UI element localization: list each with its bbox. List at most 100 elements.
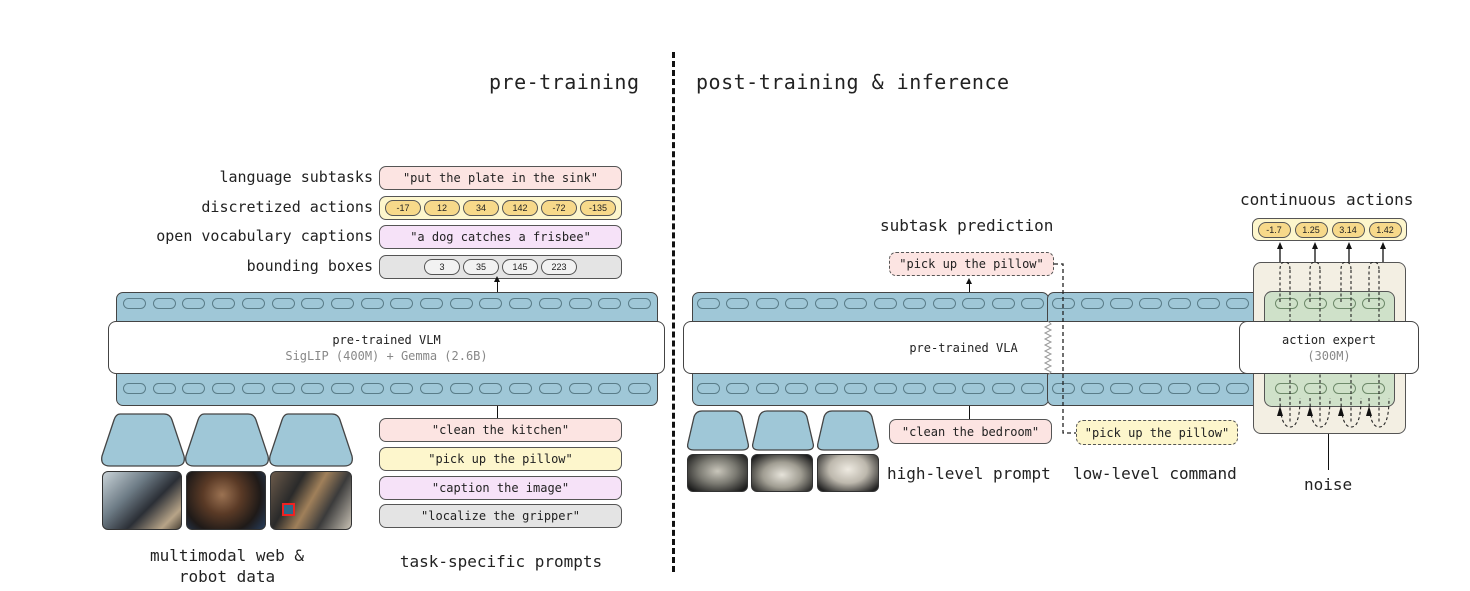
data-label-line-1: multimodal web & xyxy=(149,546,305,565)
token xyxy=(991,383,1015,394)
token xyxy=(241,298,265,309)
token xyxy=(903,383,927,394)
noise-connector xyxy=(1328,434,1330,470)
arrow-head-icon xyxy=(1277,406,1283,416)
token xyxy=(1197,383,1220,394)
token-chip: -72 xyxy=(541,199,577,216)
token xyxy=(844,298,868,309)
output-row-label: bounding boxes xyxy=(246,256,373,275)
token xyxy=(1139,298,1162,309)
token xyxy=(1168,383,1191,394)
token xyxy=(697,298,720,309)
token xyxy=(360,383,384,394)
output-row-label: language subtasks xyxy=(219,168,373,186)
token xyxy=(509,383,533,394)
prompts-label: task-specific prompts xyxy=(399,552,603,571)
token xyxy=(627,383,651,394)
continuous-value-chip: -1.7 xyxy=(1257,221,1291,238)
vlm-bottom-tokens xyxy=(123,383,651,394)
action-expert-subtitle: (300M) xyxy=(1307,348,1351,363)
flow-loops xyxy=(1277,262,1390,428)
prompt-connector xyxy=(497,406,499,419)
token xyxy=(873,298,897,309)
noise-label: noise xyxy=(1304,475,1353,494)
encoder-shape-3 xyxy=(269,413,353,467)
token xyxy=(755,298,779,309)
continuous-value-chip: 1.42 xyxy=(1368,221,1402,238)
token xyxy=(1304,383,1327,394)
token xyxy=(814,298,838,309)
output-row-label: open vocabulary captions xyxy=(156,227,373,245)
action-bottom-tokens xyxy=(1275,383,1385,394)
token xyxy=(1020,383,1044,394)
token xyxy=(1362,298,1385,309)
action-top-tokens xyxy=(1275,298,1385,309)
token xyxy=(301,298,325,309)
token xyxy=(697,383,720,394)
token xyxy=(991,298,1015,309)
arrow-head-icon xyxy=(1277,242,1283,249)
token xyxy=(598,298,622,309)
token xyxy=(301,383,325,394)
token xyxy=(568,298,592,309)
token xyxy=(479,383,503,394)
token xyxy=(1362,383,1385,394)
middle-bottom-tokens xyxy=(1052,383,1249,394)
attention-mask-separator xyxy=(1043,321,1053,375)
data-label: multimodal web & robot data xyxy=(100,545,354,587)
continuous-arrows xyxy=(1277,242,1386,262)
arrow-head-icon xyxy=(966,278,972,284)
token xyxy=(271,383,295,394)
image-encoders xyxy=(101,413,353,467)
encoder-shape-2 xyxy=(185,413,269,467)
arrow-head-icon xyxy=(1380,242,1386,249)
subtask-feedback-link xyxy=(1054,263,1077,434)
token xyxy=(568,383,592,394)
token xyxy=(962,383,986,394)
token-chip: -17 xyxy=(385,199,421,216)
token xyxy=(1333,298,1356,309)
arrow-head-icon xyxy=(1338,406,1344,416)
arrow-head-icon xyxy=(494,276,500,282)
arrow-head-icon xyxy=(1346,242,1352,249)
token xyxy=(755,383,779,394)
output-row-box: "a dog catches a frisbee" xyxy=(379,225,622,249)
token xyxy=(873,383,897,394)
token xyxy=(420,298,444,309)
token xyxy=(390,298,414,309)
token-chip: 34 xyxy=(463,199,499,216)
token xyxy=(1020,298,1044,309)
token-chip: 12 xyxy=(424,199,460,216)
vla-model-box: pre-trained VLA xyxy=(683,321,1263,374)
encoder-shape-1 xyxy=(101,413,185,467)
token xyxy=(1110,383,1133,394)
token xyxy=(903,298,927,309)
robot-image-1 xyxy=(102,471,182,530)
subtask-arrow xyxy=(969,281,971,292)
action-expert-name: action expert xyxy=(1282,332,1376,347)
arrow-head-icon xyxy=(1307,406,1313,416)
token xyxy=(390,383,414,394)
token xyxy=(330,383,354,394)
bedroom-image-3 xyxy=(817,454,879,492)
token xyxy=(1168,298,1191,309)
token xyxy=(509,298,533,309)
task-prompt: "localize the gripper" xyxy=(379,504,622,529)
token xyxy=(1197,298,1220,309)
token xyxy=(814,383,838,394)
vla-bottom-tokens xyxy=(697,383,1044,394)
high-level-prompt-label: high-level prompt xyxy=(887,464,1051,483)
token xyxy=(1110,298,1133,309)
token-chip: 3 xyxy=(424,258,460,275)
token xyxy=(420,383,444,394)
token xyxy=(962,298,986,309)
token xyxy=(1275,298,1298,309)
token xyxy=(785,298,809,309)
token xyxy=(241,383,265,394)
token xyxy=(1304,298,1327,309)
bedroom-image-2 xyxy=(751,454,813,492)
token xyxy=(726,298,750,309)
